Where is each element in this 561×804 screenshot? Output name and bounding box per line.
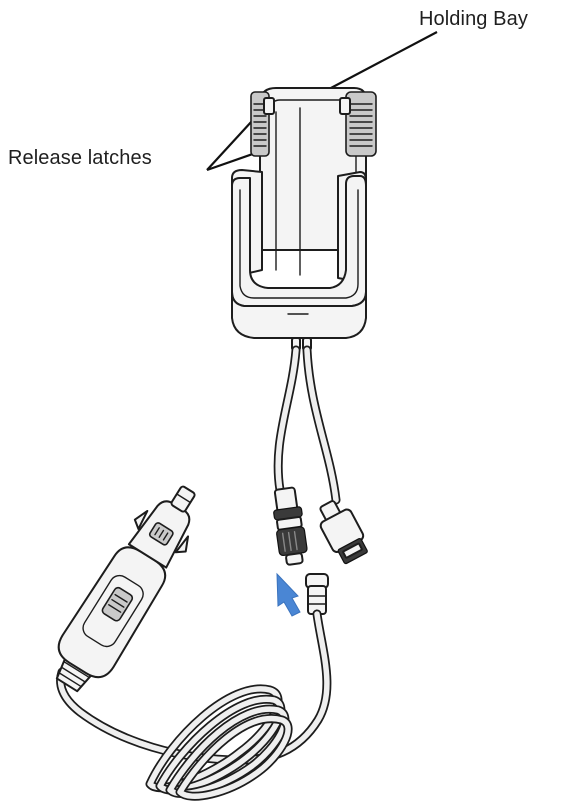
round-connector-nut bbox=[276, 526, 307, 556]
round-connector-tip bbox=[286, 553, 303, 565]
cradle-cables bbox=[278, 338, 336, 500]
power-plug bbox=[306, 574, 328, 614]
round-connector bbox=[271, 487, 309, 566]
cradle bbox=[232, 88, 376, 338]
latch-right bbox=[340, 92, 376, 156]
insert-arrow bbox=[277, 574, 300, 616]
cable-coil bbox=[150, 689, 288, 796]
latch-left-tab bbox=[264, 98, 274, 114]
latch-right-tab bbox=[340, 98, 350, 114]
usb-connector bbox=[312, 495, 371, 566]
lighter-adapter bbox=[42, 474, 215, 701]
